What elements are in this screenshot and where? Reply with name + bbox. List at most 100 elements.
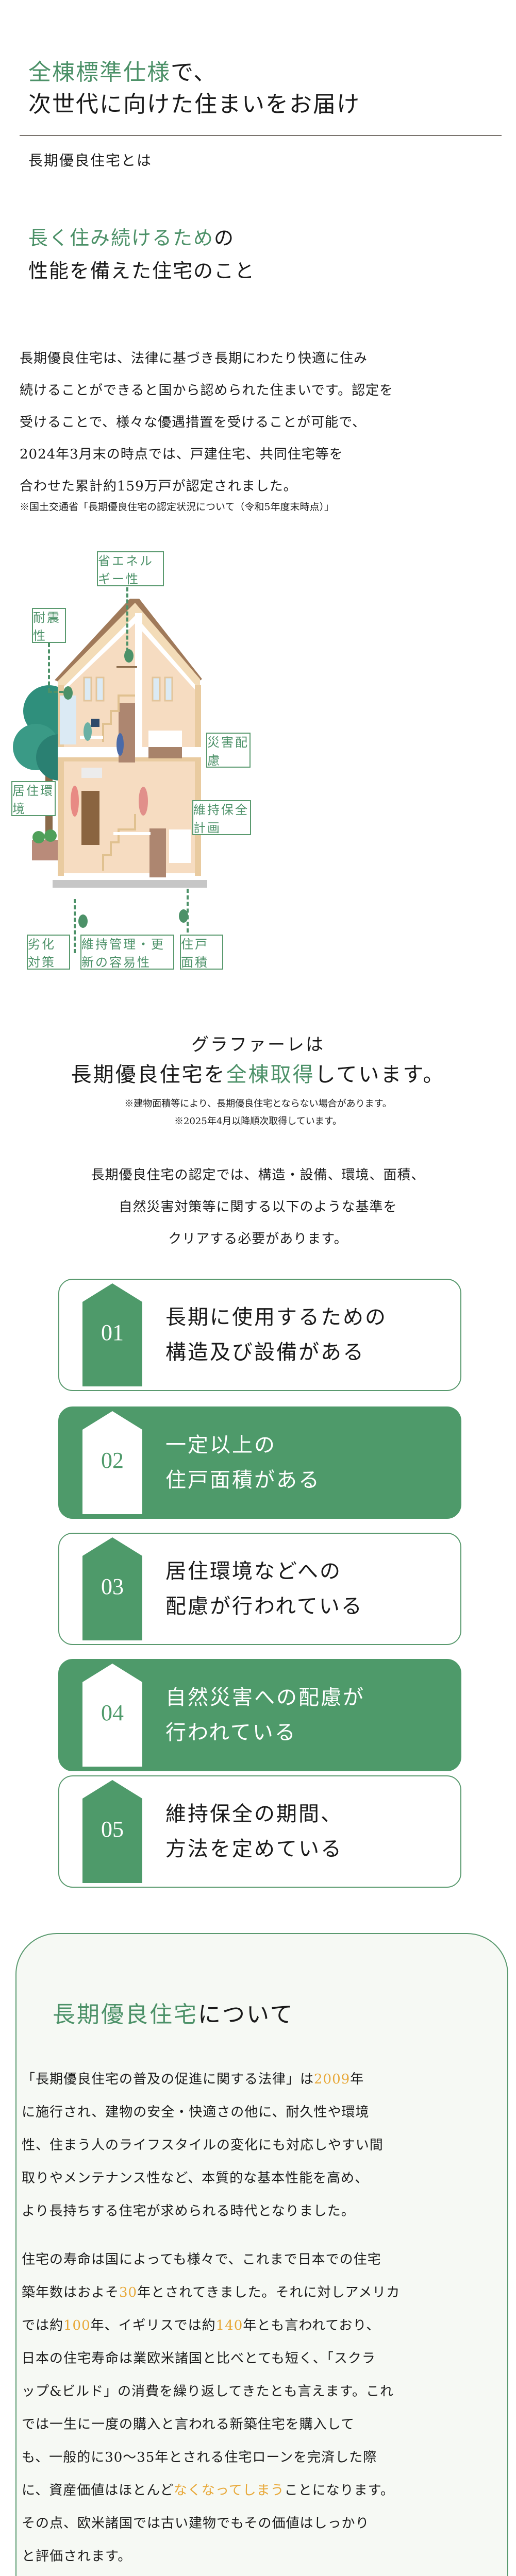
lead-line1-rest: の	[214, 227, 235, 249]
badge-number: 01	[101, 1320, 124, 1345]
section-divider	[20, 135, 502, 136]
house-badge-icon	[82, 1780, 142, 1883]
text: では一生に一度の購入と言われる新築住宅を購入して	[22, 2417, 355, 2432]
criteria-text: 自然災害への配慮が行われている	[165, 1680, 365, 1750]
highlight-number: 140	[215, 2318, 243, 2333]
criteria-card-03: 03 居住環境などへの配慮が行われている	[58, 1533, 461, 1645]
claim-note: ※2025年4月以降順次取得しています。	[174, 1116, 342, 1127]
intro-line: 合わせた累計約159万戸が認定されました。	[20, 479, 297, 494]
text: ップ&ビルド」の消費を繰り返してきたとも言えます。これ	[22, 2384, 394, 2399]
requirements-intro: 長期優良住宅の認定では、構造・設備、環境、面積、 自然災害対策等に関する以下のよ…	[0, 1159, 516, 1255]
label-seismic: 耐震性	[32, 608, 66, 643]
text: 年とされてきました。それに対しアメリカ	[137, 2285, 401, 2300]
badge-number: 03	[101, 1574, 124, 1599]
marker-dot	[63, 686, 73, 700]
connector-line	[48, 691, 63, 693]
criteria-card-04: 04 自然災害への配慮が行われている	[58, 1659, 461, 1771]
claim-line2: 長期優良住宅を全棟取得しています。	[0, 1059, 516, 1090]
number-badge: 05	[82, 1780, 142, 1883]
criteria-card-05: 05 維持保全の期間、方法を定めている	[58, 1775, 461, 1888]
house-cutaway-icon	[13, 599, 207, 888]
about-title-rest: について	[198, 2002, 294, 2028]
house-illustration: 省エネルギー性 耐震性 災害配慮 居住環境 維持保全計画	[0, 541, 516, 943]
label-living-environment: 居住環境	[11, 781, 56, 816]
criteria-line: 居住環境などへの	[165, 1560, 342, 1583]
criteria-text: 一定以上の住戸面積がある	[165, 1428, 321, 1498]
criteria-text: 維持保全の期間、方法を定めている	[165, 1797, 343, 1867]
hero-line1-rest: で、	[171, 59, 218, 86]
hero-line2: 次世代に向けた住まいをお届け	[28, 91, 360, 117]
label-disaster: 災害配慮	[206, 733, 251, 768]
criteria-line: 住戸面積がある	[165, 1468, 321, 1492]
intro-paragraph: 長期優良住宅は、法律に基づき長期にわたり快適に住み 続けることができると国から認…	[20, 343, 504, 515]
highlight-number: 100	[63, 2318, 91, 2333]
text: 取りやメンテナンス性など、本質的な基本性能を高め、	[22, 2171, 369, 2186]
lead-heading: 長く住み続けるための 性能を備えた住宅のこと	[28, 222, 255, 287]
label-floor-area: 住戸面積	[180, 935, 223, 970]
criteria-line: 行われている	[165, 1721, 297, 1744]
hero-accent: 全棟標準仕様	[28, 59, 171, 86]
marker-dot	[179, 909, 188, 923]
text: と評価されます。	[22, 2549, 132, 2564]
label-maintenance-ease: 維持管理・更新の容易性	[80, 935, 174, 970]
about-title-accent: 長期優良住宅	[53, 2002, 198, 2028]
criteria-line: 自然災害への配慮が	[165, 1686, 365, 1709]
text: 住宅の寿命は国によっても様々で、これまで日本での住宅	[22, 2252, 381, 2267]
criteria-card-01: 01 長期に使用するための構造及び設備がある	[58, 1279, 461, 1391]
about-paragraph-1: 「長期優良住宅の普及の促進に関する法律」は2009年 に施行され、建物の安全・快…	[22, 2063, 506, 2228]
connector-line	[187, 889, 189, 933]
claim-accent: 全棟取得	[226, 1063, 315, 1087]
text: ことになります。	[284, 2483, 395, 2498]
criteria-line: 配慮が行われている	[165, 1595, 363, 1618]
lead-accent: 長く住み続けるため	[28, 227, 214, 249]
text: 年	[350, 2072, 364, 2087]
claim-note: ※建物面積等により、長期優良住宅とならない場合があります。	[124, 1098, 392, 1109]
criteria-line: 方法を定めている	[165, 1837, 343, 1861]
req-line: 長期優良住宅の認定では、構造・設備、環境、面積、	[91, 1167, 425, 1183]
number-badge: 04	[82, 1664, 142, 1767]
badge-number: 02	[101, 1448, 124, 1473]
connector-line	[48, 643, 50, 692]
text: も、一般的に30～35年とされる住宅ローンを完済した際	[22, 2450, 377, 2465]
text: 「長期優良住宅の普及の促進に関する法律」は	[22, 2072, 314, 2087]
claim-pre: 長期優良住宅を	[71, 1063, 226, 1087]
text: に、資産価値はほとんど	[22, 2483, 174, 2498]
criteria-text: 居住環境などへの配慮が行われている	[165, 1554, 363, 1624]
claim-line1: グラファーレは	[191, 1035, 325, 1055]
text: 築年数はおよそ	[22, 2285, 120, 2300]
criteria-line: 長期に使用するための	[165, 1306, 387, 1329]
connector-line	[126, 587, 128, 652]
text: 日本の住宅寿命は業欧米諸国と比べとても短く、「スクラ	[22, 2351, 376, 2366]
certification-claim: グラファーレは 長期優良住宅を全棟取得しています。 ※建物面積等により、長期優良…	[0, 1030, 516, 1130]
criteria-text: 長期に使用するための構造及び設備がある	[165, 1300, 387, 1370]
house-badge-icon	[82, 1664, 142, 1767]
number-badge: 03	[82, 1537, 142, 1640]
highlight-phrase: なくなってしまう	[173, 2483, 285, 2498]
badge-number: 04	[101, 1700, 124, 1725]
highlight-year: 2009	[314, 2072, 351, 2087]
label-maintenance-plan: 維持保全計画	[192, 800, 251, 835]
intro-source-note: ※国土交通省「長期優良住宅の認定状況について（令和5年度末時点）」	[20, 501, 335, 513]
about-paragraph-2: 住宅の寿命は国によっても様々で、これまで日本での住宅 築年数はおよそ30年とされ…	[22, 2243, 506, 2573]
text: では約	[22, 2318, 64, 2333]
marker-dot	[78, 914, 88, 928]
lead-line2: 性能を備えた住宅のこと	[28, 260, 256, 282]
criteria-line: 維持保全の期間、	[165, 1802, 343, 1826]
house-badge-icon	[82, 1411, 142, 1514]
number-badge: 02	[82, 1411, 142, 1514]
house-badge-icon	[82, 1537, 142, 1640]
about-title: 長期優良住宅について	[53, 1996, 294, 2029]
criteria-line: 一定以上の	[165, 1433, 276, 1457]
marker-dot	[124, 649, 134, 663]
claim-notes: ※建物面積等により、長期優良住宅とならない場合があります。 ※2025年4月以降…	[0, 1095, 516, 1130]
intro-line: 2024年3月末の時点では、戸建住宅、共同住宅等を	[20, 447, 343, 462]
highlight-number: 30	[119, 2285, 138, 2300]
intro-line: 長期優良住宅は、法律に基づき長期にわたり快適に住み	[20, 351, 368, 366]
connector-line	[74, 899, 76, 953]
claim-post: しています。	[314, 1063, 445, 1087]
about-section: 長期優良住宅について 「長期優良住宅の普及の促進に関する法律」は2009年 に施…	[15, 1933, 508, 2576]
hero-heading: 全棟標準仕様で、 次世代に向けた住まいをお届け	[28, 57, 360, 121]
req-line: 自然災害対策等に関する以下のような基準を	[119, 1199, 397, 1215]
label-deterioration: 劣化対策	[27, 935, 70, 970]
number-badge: 01	[82, 1283, 142, 1386]
